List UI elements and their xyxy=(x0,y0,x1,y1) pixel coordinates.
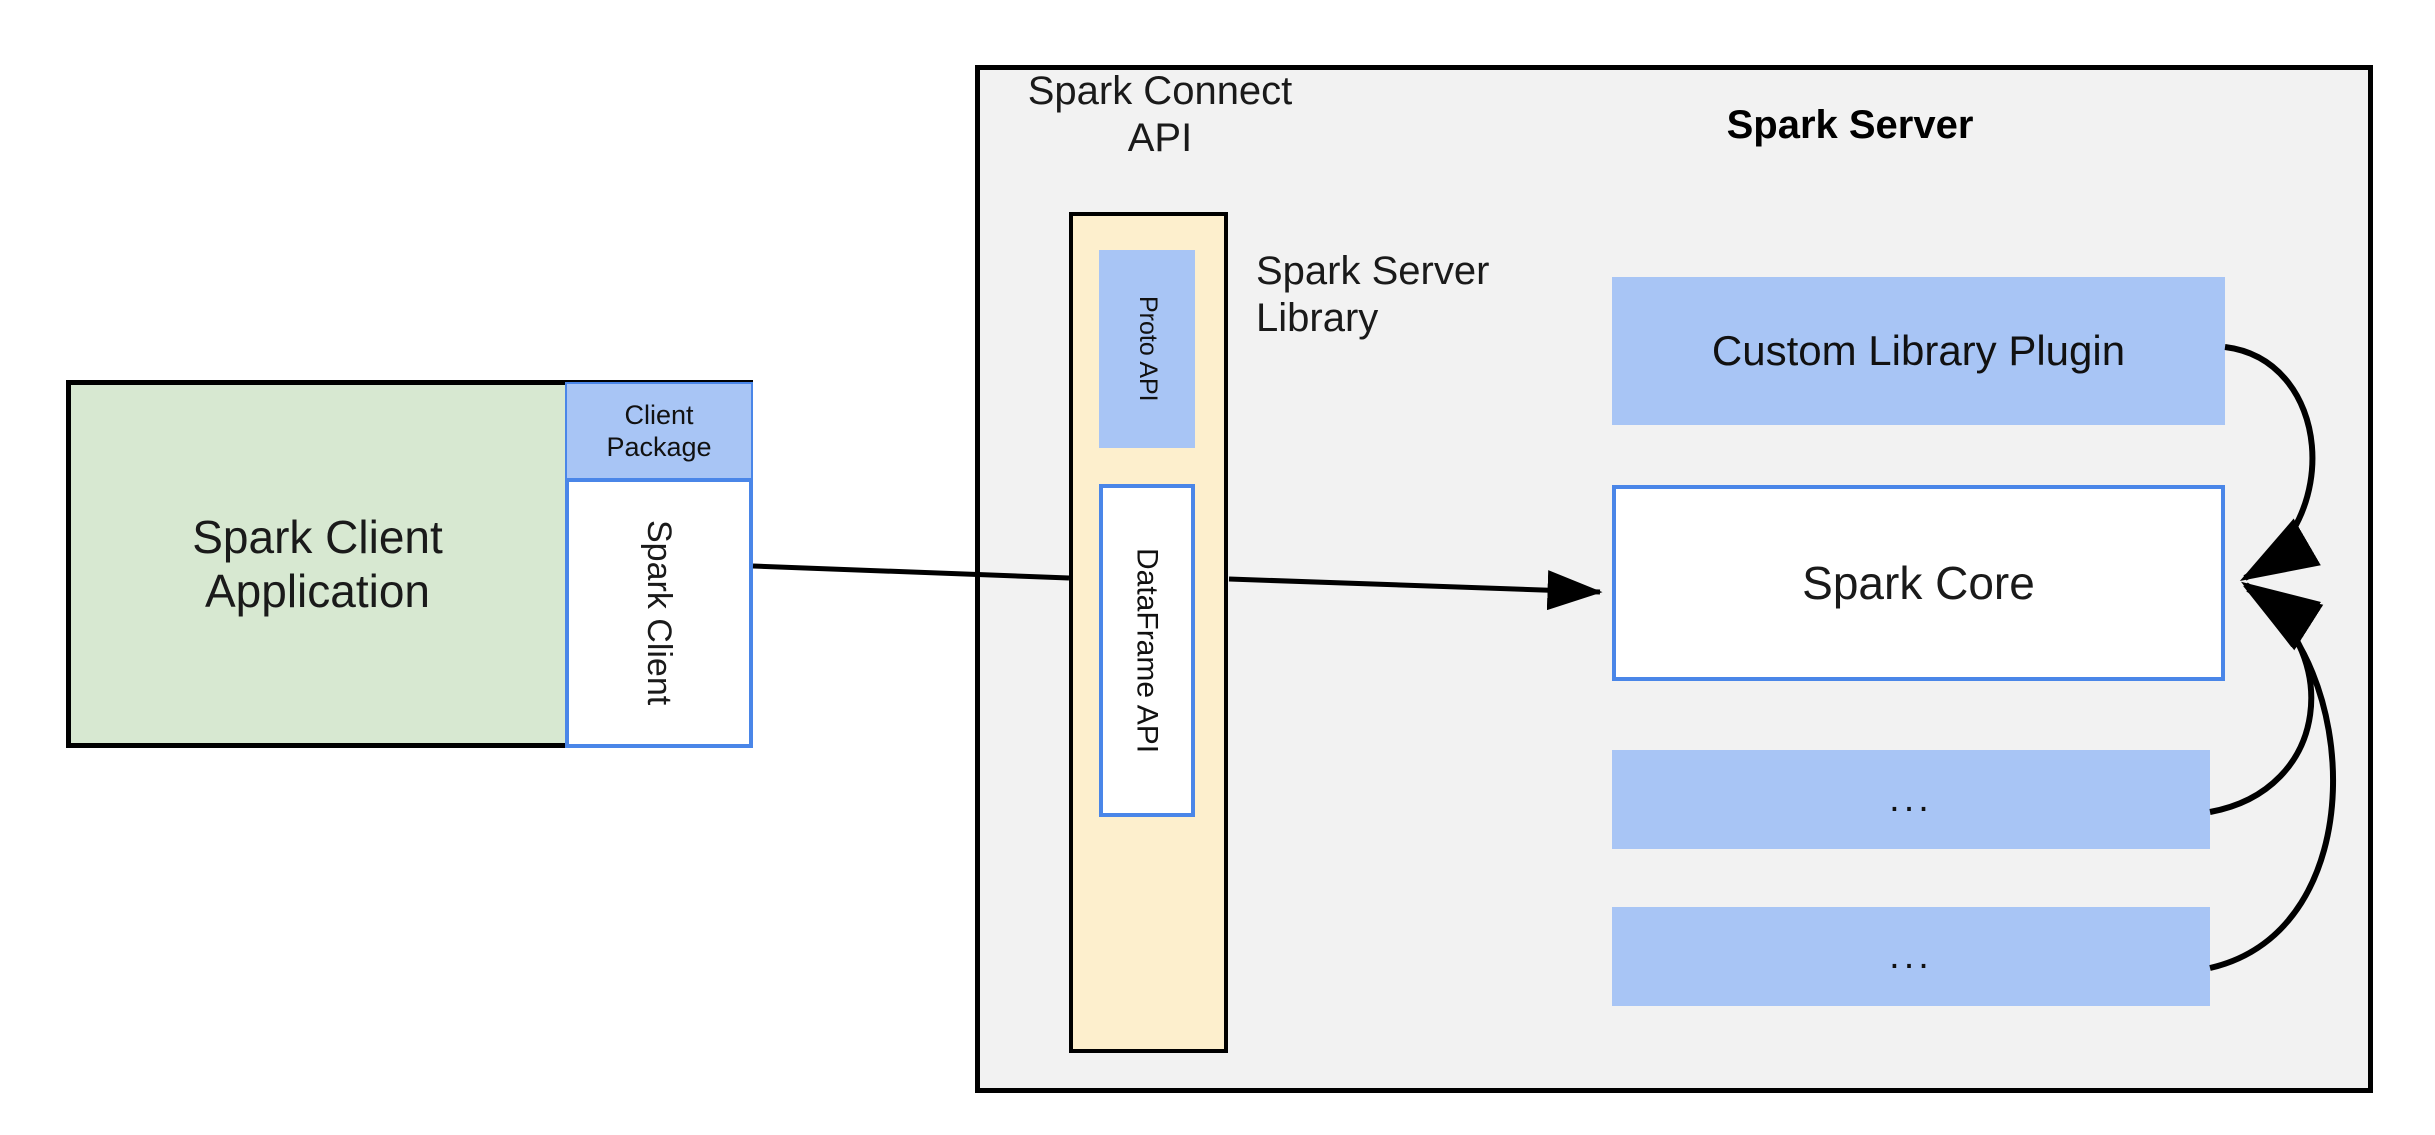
dataframe-api-box[interactable]: DataFrame API xyxy=(1099,484,1195,817)
client-package-label: Client Package xyxy=(606,399,712,462)
placeholder-component-label-1: ... xyxy=(1889,778,1933,821)
spark-connect-api-label: Spark Connect API xyxy=(1027,69,1293,161)
spark-core-label: Spark Core xyxy=(1802,556,2035,609)
spark-client-application-label: Spark Client Application xyxy=(192,510,443,617)
spark-server-title: Spark Server xyxy=(1640,98,2060,154)
placeholder-component-box-1[interactable]: ... xyxy=(1612,750,2210,849)
proto-api-label: Proto API xyxy=(1133,296,1162,402)
placeholder-component-label-2: ... xyxy=(1889,935,1933,978)
spark-core-box[interactable]: Spark Core xyxy=(1612,485,2225,681)
spark-client-box[interactable]: Spark Client xyxy=(565,478,753,748)
custom-library-plugin-label: Custom Library Plugin xyxy=(1711,327,2126,375)
spark-connect-api-label-block: Spark Connect API xyxy=(1000,68,1320,160)
placeholder-component-box-2[interactable]: ... xyxy=(1612,907,2210,1006)
client-package-box[interactable]: Client Package xyxy=(565,382,753,479)
proto-api-box[interactable]: Proto API xyxy=(1099,250,1195,448)
custom-library-plugin-box[interactable]: Custom Library Plugin xyxy=(1612,277,2225,425)
spark-server-title-label: Spark Server xyxy=(1726,103,1974,148)
spark-client-label: Spark Client xyxy=(640,520,679,706)
spark-server-library-label-block: Spark Server Library xyxy=(1256,248,1586,348)
spark-server-library-label: Spark Server Library xyxy=(1256,249,1490,341)
dataframe-api-label: DataFrame API xyxy=(1130,547,1164,754)
